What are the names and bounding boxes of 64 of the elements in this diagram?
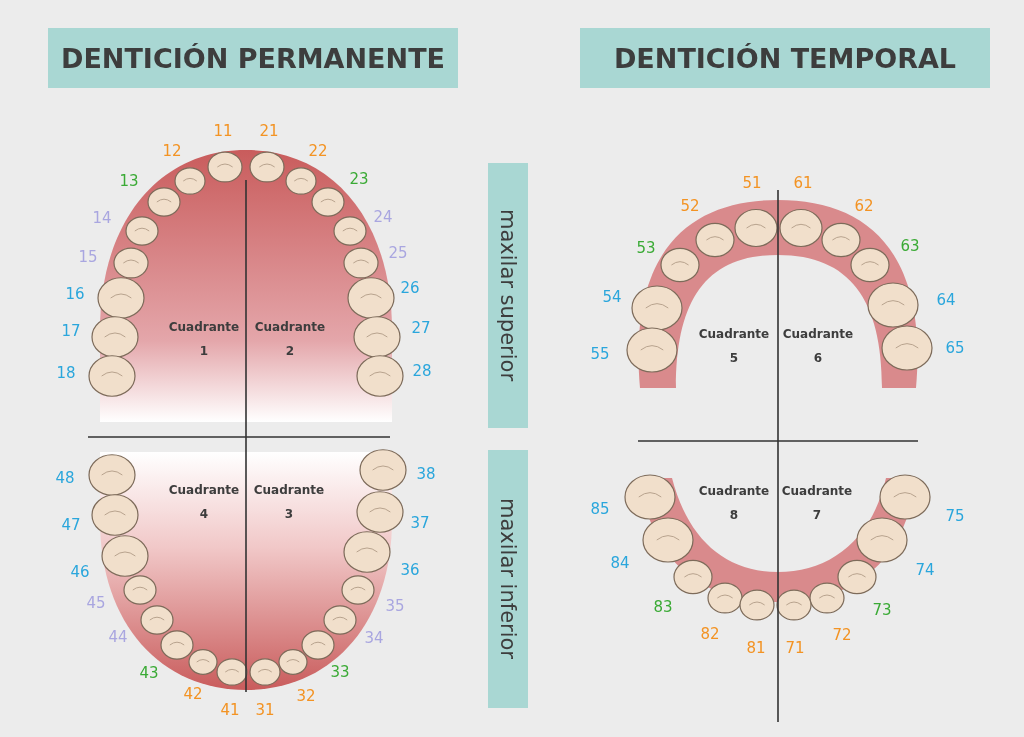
tooth-number: 12 [162,142,182,160]
tooth-number: 28 [412,362,432,380]
tooth-number: 13 [119,172,139,190]
tooth-number: 18 [56,364,76,382]
tooth-number: 11 [213,122,233,140]
tooth-number: 35 [385,597,405,615]
heading-band: DENTICIÓN PERMANENTE [48,28,458,88]
tooth-number: 37 [410,514,430,532]
tooth-number: 42 [183,685,203,703]
tooth-number: 34 [364,629,384,647]
quadrant-label: Cuadrante 2 [253,319,327,360]
quadrant-label: Cuadrante 5 [697,326,771,367]
tooth-number: 38 [416,465,436,483]
tooth-number: 75 [945,507,965,525]
tooth-number: 24 [373,208,393,226]
tooth-number: 26 [400,279,420,297]
tooth-number: 52 [680,197,700,215]
tooth-number: 65 [945,339,965,357]
tooth-number: 31 [255,701,275,719]
tooth-number: 53 [636,239,656,257]
tooth-number: 51 [742,174,762,192]
tooth-number: 27 [411,319,431,337]
tooth-number: 61 [793,174,813,192]
tooth-number: 41 [220,701,240,719]
tooth-number: 62 [854,197,874,215]
tooth-number: 45 [86,594,106,612]
tooth-number: 84 [610,554,630,572]
tooth-number: 63 [900,237,920,255]
tooth-number: 74 [915,561,935,579]
quadrant-label: Cuadrante 4 [167,482,241,523]
quadrant-label: Cuadrante 1 [167,319,241,360]
tooth-number: 15 [78,248,98,266]
tooth-number: 17 [61,322,81,340]
quadrant-label: Cuadrante 6 [781,326,855,367]
tooth-number: 16 [65,285,85,303]
tooth-number: 43 [139,664,159,682]
tooth-number: 81 [746,639,766,657]
tooth-number: 46 [70,563,90,581]
tooth-number: 25 [388,244,408,262]
tooth-number: 82 [700,625,720,643]
tooth-number: 47 [61,516,81,534]
quadrant-label: Cuadrante 7 [780,483,854,524]
quadrant-label: Cuadrante 3 [252,482,326,523]
side-band: maxilar inferior [488,450,528,708]
tooth-number: 64 [936,291,956,309]
tooth-number: 21 [259,122,279,140]
tooth-number: 14 [92,209,112,227]
tooth-number: 32 [296,687,316,705]
tooth-number: 33 [330,663,350,681]
tooth-number: 73 [872,601,892,619]
tooth-number: 72 [832,626,852,644]
tooth-number: 85 [590,500,610,518]
side-band: maxilar superior [488,163,528,428]
tooth-number: 36 [400,561,420,579]
tooth-number: 83 [653,598,673,616]
tooth-number: 22 [308,142,328,160]
tooth-number: 48 [55,469,75,487]
quadrant-label: Cuadrante 8 [697,483,771,524]
tooth-number: 55 [590,345,610,363]
tooth-number: 54 [602,288,622,306]
heading-band: DENTICIÓN TEMPORAL [580,28,990,88]
tooth-number: 23 [349,170,369,188]
tooth-number: 71 [785,639,805,657]
tooth-number: 44 [108,628,128,646]
